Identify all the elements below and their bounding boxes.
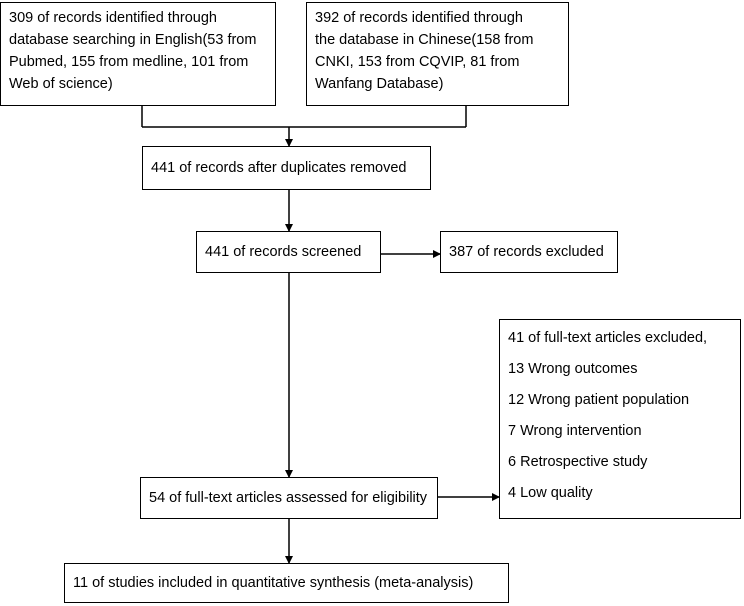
included-text: 11 of studies included in quantitative s… bbox=[73, 575, 474, 591]
excluded-records-box: 387 of records excluded bbox=[440, 231, 618, 273]
full-text-excluded-line: 7 Wrong intervention bbox=[508, 423, 642, 439]
english-records-line: 309 of records identified through bbox=[9, 10, 217, 26]
screened-text: 441 of records screened bbox=[205, 244, 362, 260]
full-text-excluded-line: 41 of full-text articles excluded, bbox=[508, 330, 708, 346]
english-records-line: Pubmed, 155 from medline, 101 from bbox=[9, 54, 249, 70]
english-records-box: 309 of records identified through databa… bbox=[0, 2, 276, 106]
full-text-assessed-text: 54 of full-text articles assessed for el… bbox=[149, 490, 428, 506]
full-text-excluded-line: 6 Retrospective study bbox=[508, 454, 648, 470]
after-duplicates-box: 441 of records after duplicates removed bbox=[142, 146, 431, 190]
chinese-records-line: 392 of records identified through bbox=[315, 10, 523, 26]
full-text-excluded-line: 13 Wrong outcomes bbox=[508, 361, 638, 377]
chinese-records-line: Wanfang Database) bbox=[315, 76, 444, 92]
screened-box: 441 of records screened bbox=[196, 231, 381, 273]
included-box: 11 of studies included in quantitative s… bbox=[64, 563, 509, 603]
after-duplicates-text: 441 of records after duplicates removed bbox=[151, 160, 407, 176]
chinese-records-box: 392 of records identified through the da… bbox=[306, 2, 569, 106]
full-text-excluded-box: 41 of full-text articles excluded, 13 Wr… bbox=[499, 319, 741, 519]
english-records-line: database searching in English(53 from bbox=[9, 32, 257, 48]
full-text-excluded-line: 12 Wrong patient population bbox=[508, 392, 690, 408]
full-text-assessed-box: 54 of full-text articles assessed for el… bbox=[140, 477, 438, 519]
chinese-records-line: the database in Chinese(158 from bbox=[315, 32, 534, 48]
english-records-line: Web of science) bbox=[9, 76, 113, 92]
chinese-records-line: CNKI, 153 from CQVIP, 81 from bbox=[315, 54, 520, 70]
full-text-excluded-line: 4 Low quality bbox=[508, 485, 593, 501]
excluded-records-text: 387 of records excluded bbox=[449, 244, 604, 260]
